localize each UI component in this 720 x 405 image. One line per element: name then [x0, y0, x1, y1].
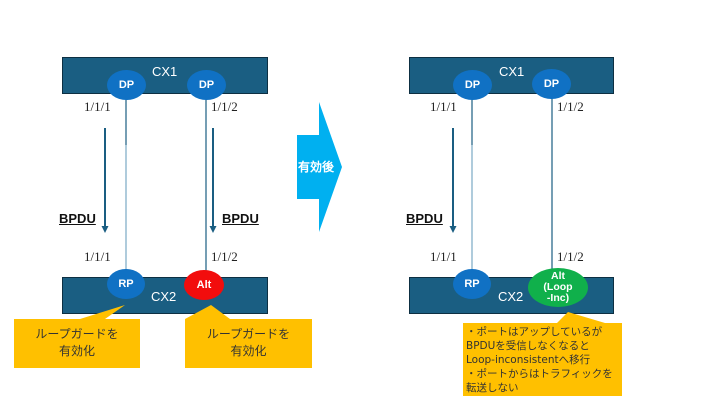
- port-alt-after-line2: (Loop: [543, 281, 573, 293]
- right-arrow-icon: [297, 102, 342, 232]
- switch-cx2-after-label: CX2: [498, 289, 524, 304]
- port-number-after-bottom-1: 1/1/1: [430, 249, 457, 264]
- port-dp-before-2: DP: [187, 70, 226, 100]
- switch-cx2-before-label: CX2: [151, 289, 177, 304]
- port-number-before-bottom-1: 1/1/1: [84, 249, 111, 264]
- switch-cx2-before: [62, 277, 268, 314]
- bpdu-label-before-2: BPDU: [222, 211, 259, 226]
- switch-cx1-before: [62, 57, 268, 94]
- callout-before-2-line2: 有効化: [230, 344, 267, 358]
- port-dp-after-1: DP: [453, 70, 492, 100]
- callout-before-1: [14, 305, 140, 368]
- port-rp-before: RP: [107, 269, 145, 299]
- port-number-after-bottom-2: 1/1/2: [557, 249, 584, 264]
- callout-after-line2: BPDUを受信しなくなると: [466, 340, 590, 352]
- port-alt-after-line1: Alt: [551, 270, 565, 282]
- port-number-after-top-2: 1/1/2: [557, 99, 584, 114]
- callout-after-line4: ・ポートからはトラフィックを: [466, 368, 613, 380]
- transition-label: 有効後: [298, 160, 335, 174]
- switch-cx1-after: [409, 57, 614, 94]
- port-number-before-top-2: 1/1/2: [211, 99, 238, 114]
- callout-before-1-line1: ループガードを: [35, 327, 119, 341]
- bpdu-arrow-left-2: [209, 128, 217, 233]
- port-rp-after: RP: [453, 269, 491, 299]
- port-alt-after-line3: -Inc): [546, 292, 570, 304]
- port-number-before-top-1: 1/1/1: [84, 99, 111, 114]
- callout-before-2-line1: ループガードを: [206, 327, 291, 341]
- bpdu-arrow-right-1: [449, 128, 457, 233]
- callout-before-2: [185, 305, 312, 368]
- bpdu-label-after: BPDU: [406, 211, 443, 226]
- callout-before-1-text: ループガードを 有効化: [14, 326, 140, 360]
- port-alt-before: Alt: [184, 270, 224, 300]
- port-alt-loop-inc-after: Alt (Loop -Inc): [528, 268, 588, 307]
- callout-after: [463, 312, 622, 396]
- bpdu-label-before-1: BPDU: [59, 211, 96, 226]
- port-dp-after-2: DP: [532, 69, 571, 99]
- port-dp-before-1: DP: [107, 70, 146, 100]
- bpdu-arrow-left-1: [101, 128, 109, 233]
- callout-before-1-line2: 有効化: [58, 344, 95, 358]
- callout-after-line5: 転送しない: [466, 382, 519, 394]
- port-number-after-top-1: 1/1/1: [430, 99, 457, 114]
- callout-after-line1: ・ポートはアップしているが: [466, 326, 603, 338]
- switch-cx1-after-label: CX1: [499, 64, 525, 79]
- callout-after-line3: Loop-inconsistentへ移行: [466, 354, 591, 366]
- callout-before-2-text: ループガードを 有効化: [185, 326, 312, 360]
- callout-after-text: ・ポートはアップしているが BPDUを受信しなくなると Loop-inconsi…: [466, 325, 622, 395]
- switch-cx1-before-label: CX1: [152, 64, 178, 79]
- port-number-before-bottom-2: 1/1/2: [211, 249, 238, 264]
